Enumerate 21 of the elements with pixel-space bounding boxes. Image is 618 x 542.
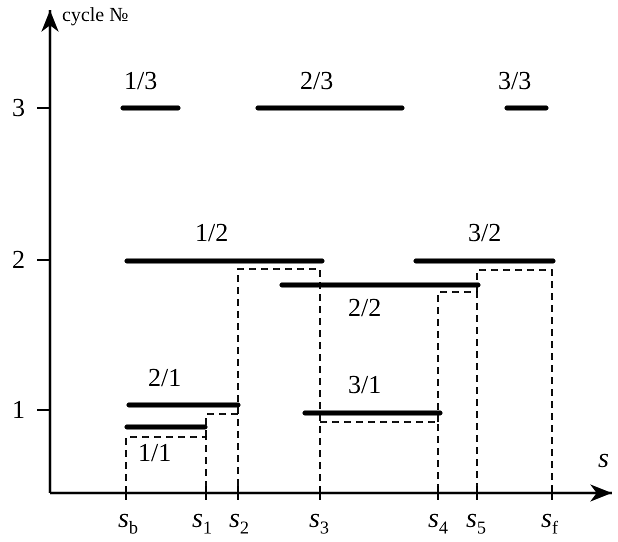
tick-label: s$_{3}$: [309, 505, 329, 537]
tick-label: 2: [12, 247, 25, 273]
tick-label: s$_{2}$: [229, 505, 249, 537]
tick-label: s$_{4}$: [428, 505, 448, 537]
tick-label: s$_{f}$: [541, 505, 558, 537]
tick-label: s$_{5}$: [466, 505, 486, 537]
tick-label: 1: [12, 397, 25, 423]
interval-label: 1/1: [138, 440, 172, 466]
interval-label: 3/2: [468, 220, 502, 246]
interval-label: 2/2: [348, 295, 382, 321]
tick-label: 3: [12, 95, 25, 121]
interval-label: 3/1: [348, 372, 382, 398]
tick-label: s$_{1}$: [192, 505, 212, 537]
interval-label: 2/1: [148, 365, 182, 391]
interval-label: 1/3: [124, 68, 158, 94]
interval-label: 1/2: [195, 220, 228, 246]
interval-label: 3/3: [498, 68, 532, 94]
interval-label: 2/3: [300, 68, 334, 94]
tick-label: s$_{b}$: [118, 505, 138, 537]
axis-title: s: [598, 445, 609, 473]
axis-title: cycle №: [62, 5, 128, 25]
